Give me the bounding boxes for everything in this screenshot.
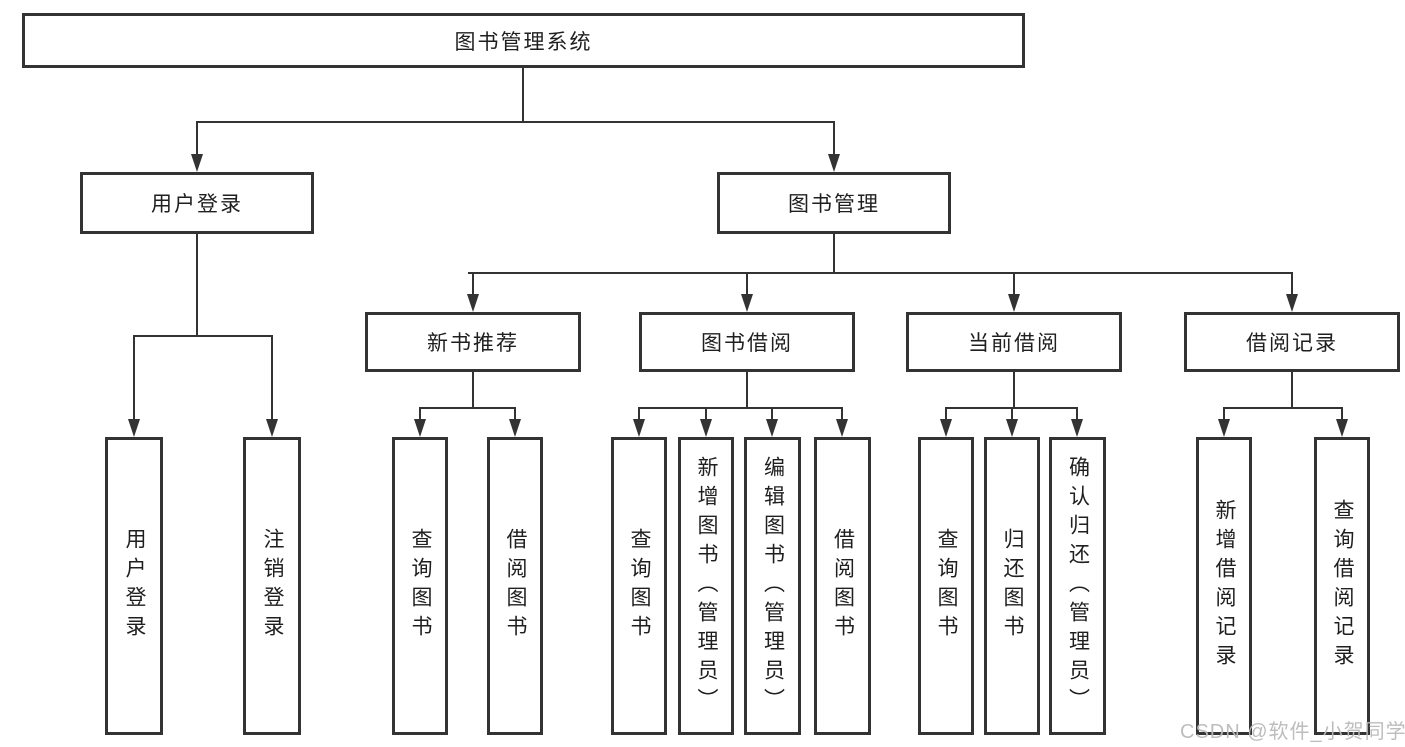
node-new-book-recommend: 新书推荐 xyxy=(365,312,581,372)
connector-line xyxy=(271,335,273,419)
connector-line xyxy=(638,407,843,409)
node-label: 新增图书（管理员） xyxy=(695,455,718,717)
connector-line xyxy=(1011,407,1013,420)
connector-line xyxy=(1291,272,1293,296)
arrow-down-icon xyxy=(1006,419,1018,437)
node-confirm-return-admin: 确认归还（管理员） xyxy=(1049,437,1106,735)
connector-line xyxy=(638,407,640,420)
connector-line xyxy=(833,121,835,156)
connector-line xyxy=(841,407,843,420)
node-label: 图书管理 xyxy=(788,193,880,216)
arrow-down-icon xyxy=(509,419,521,437)
node-label: 归还图书 xyxy=(1001,528,1024,644)
arrow-down-icon xyxy=(1286,294,1298,312)
node-label: 借阅图书 xyxy=(504,528,527,644)
node-add-books-admin: 新增图书（管理员） xyxy=(678,437,734,735)
connector-line xyxy=(746,272,748,296)
connector-line xyxy=(1076,407,1078,420)
node-logout: 注销登录 xyxy=(243,437,301,735)
connector-line xyxy=(468,272,1293,274)
node-edit-books-admin: 编辑图书（管理员） xyxy=(744,437,801,735)
connector-line xyxy=(1013,372,1015,408)
node-current-borrowing: 当前借阅 xyxy=(906,312,1122,372)
node-label: 查询图书 xyxy=(409,528,432,644)
node-add-borrow-record: 新增借阅记录 xyxy=(1196,437,1252,735)
connector-line xyxy=(419,407,421,420)
node-return-books: 归还图书 xyxy=(984,437,1040,735)
connector-line xyxy=(705,407,707,420)
node-library-system: 图书管理系统 xyxy=(22,13,1025,68)
connector-line xyxy=(1291,372,1293,408)
connector-line xyxy=(514,407,516,420)
arrow-down-icon xyxy=(940,419,952,437)
node-label: 新增借阅记录 xyxy=(1213,499,1236,673)
connector-line xyxy=(945,407,947,420)
node-book-management: 图书管理 xyxy=(717,172,951,234)
connector-line xyxy=(771,407,773,420)
arrow-down-icon xyxy=(128,419,140,437)
arrow-down-icon xyxy=(766,419,778,437)
arrow-down-icon xyxy=(1218,419,1230,437)
connector-line xyxy=(133,335,273,337)
arrow-down-icon xyxy=(828,154,840,172)
node-user-login-leaf: 用户登录 xyxy=(105,437,163,735)
connector-line xyxy=(419,407,516,409)
node-label: 查询图书 xyxy=(628,528,651,644)
arrow-down-icon xyxy=(266,419,278,437)
node-label: 用户登录 xyxy=(123,528,146,644)
node-label: 图书借阅 xyxy=(701,332,793,355)
node-label: 确认归还（管理员） xyxy=(1066,455,1090,717)
connector-line xyxy=(1223,407,1225,420)
connector-line xyxy=(1341,407,1343,420)
connector-line xyxy=(746,372,748,408)
connector-line xyxy=(472,372,474,408)
node-label: 借阅记录 xyxy=(1246,332,1338,355)
arrow-down-icon xyxy=(467,294,479,312)
arrow-down-icon xyxy=(1071,419,1083,437)
node-label: 注销登录 xyxy=(261,528,284,644)
node-label: 查询借阅记录 xyxy=(1331,499,1354,673)
connector-line xyxy=(1013,272,1015,296)
node-borrow-records: 借阅记录 xyxy=(1184,312,1400,372)
node-query-books-borrowing: 查询图书 xyxy=(611,437,667,735)
arrow-down-icon xyxy=(1336,419,1348,437)
csdn-watermark: CSDN @软件_小贺同学 xyxy=(1180,721,1405,743)
node-book-borrowing: 图书借阅 xyxy=(639,312,855,372)
node-query-borrow-record: 查询借阅记录 xyxy=(1314,437,1370,735)
connector-line xyxy=(1223,407,1343,409)
node-label: 当前借阅 xyxy=(968,332,1060,355)
node-label: 新书推荐 xyxy=(427,332,519,355)
node-label: 查询图书 xyxy=(935,528,958,644)
node-borrow-books: 借阅图书 xyxy=(814,437,871,735)
connector-line xyxy=(196,121,835,123)
arrow-down-icon xyxy=(836,419,848,437)
connector-line xyxy=(133,335,135,419)
arrow-down-icon xyxy=(700,419,712,437)
node-label: 编辑图书（管理员） xyxy=(761,455,785,717)
node-label: 借阅图书 xyxy=(831,528,855,644)
node-user-login: 用户登录 xyxy=(80,172,314,234)
arrow-down-icon xyxy=(741,294,753,312)
connector-line xyxy=(522,68,524,122)
arrow-down-icon xyxy=(633,419,645,437)
connector-line xyxy=(833,234,835,274)
connector-line xyxy=(472,272,474,296)
node-label: 图书管理系统 xyxy=(454,30,593,54)
node-query-books-current: 查询图书 xyxy=(918,437,974,735)
arrow-down-icon xyxy=(191,154,203,172)
arrow-down-icon xyxy=(414,419,426,437)
arrow-down-icon xyxy=(1008,294,1020,312)
connector-line xyxy=(196,234,198,337)
node-borrow-books-recommend: 借阅图书 xyxy=(487,437,543,735)
node-label: 用户登录 xyxy=(151,193,243,216)
node-query-books-recommend: 查询图书 xyxy=(392,437,448,735)
connector-line xyxy=(196,121,198,156)
